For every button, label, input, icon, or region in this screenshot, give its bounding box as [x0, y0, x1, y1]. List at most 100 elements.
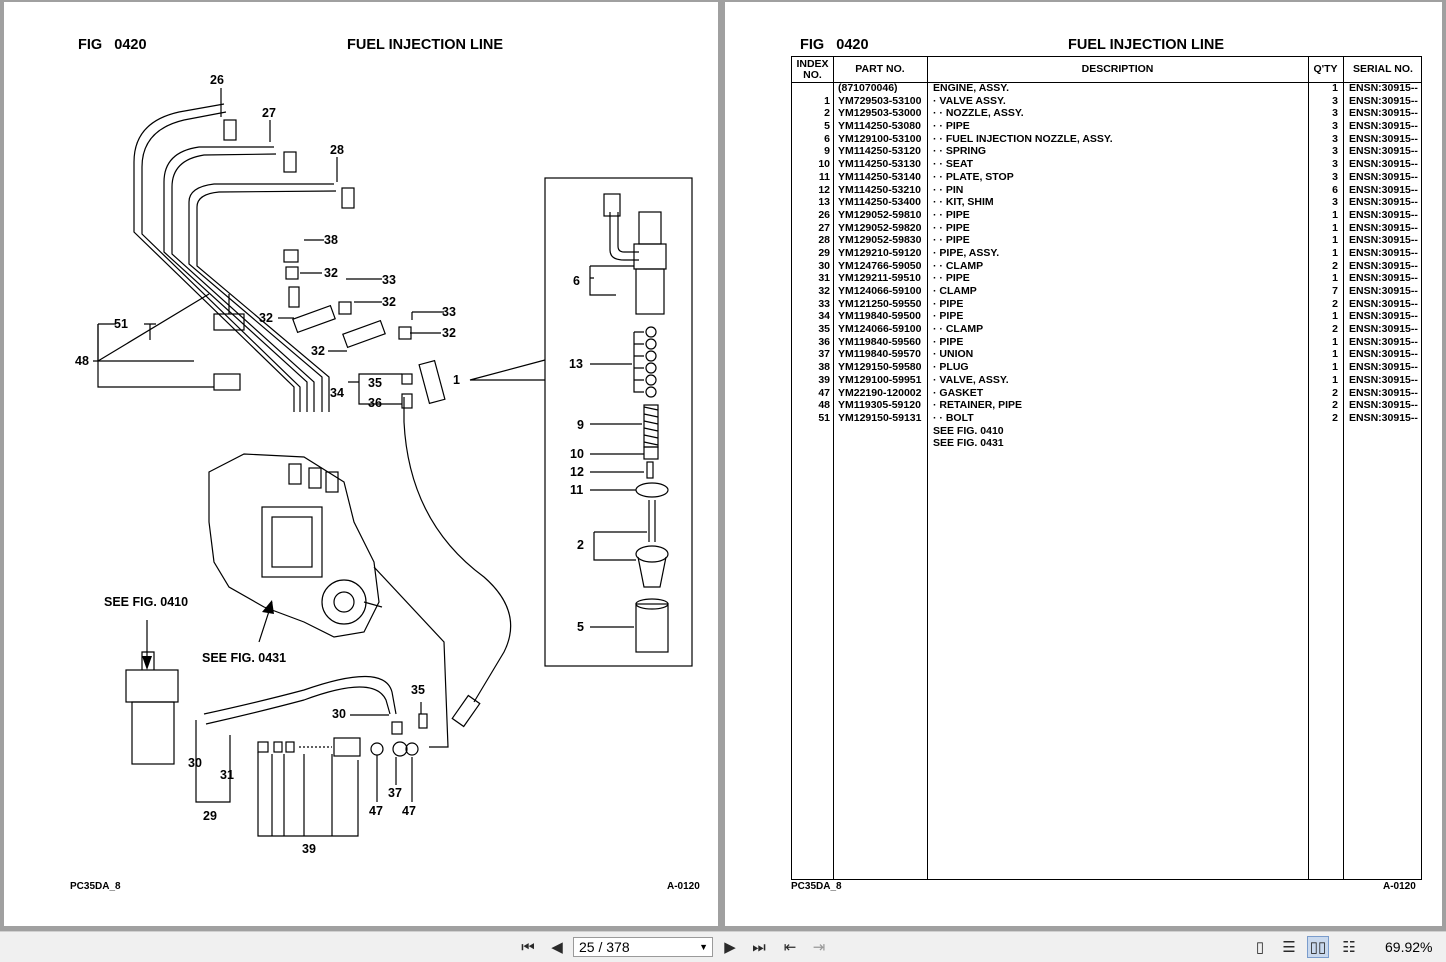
callout-32: 32 [442, 326, 456, 340]
qty-cell: 3 [1332, 107, 1338, 120]
qty-cell: 3 [1332, 196, 1338, 209]
index-cell: 28 [818, 234, 830, 247]
table-row: SEE FIG. 0410 [792, 425, 1421, 438]
qty-cell: 1 [1332, 221, 1338, 234]
chevron-down-icon: ▼ [699, 942, 708, 952]
qty-cell: 2 [1332, 386, 1338, 399]
index-cell: 2 [824, 107, 830, 120]
part-no-cell: YM129503-53000 [838, 107, 922, 120]
description-cell: · · PIPE [933, 272, 970, 285]
callout-48: 48 [75, 354, 89, 368]
single-page-icon[interactable]: ▯ [1255, 939, 1265, 956]
see-fig-0410-label: SEE FIG. 0410 [104, 595, 188, 609]
description-cell: · PIPE [933, 310, 964, 323]
part-no-cell: YM129211-59510 [838, 272, 921, 285]
qty-cell: 3 [1332, 145, 1338, 158]
serial-cell: ENSN:30915-- [1349, 259, 1418, 272]
qty-cell: 1 [1332, 246, 1338, 259]
serial-cell: ENSN:30915-- [1349, 158, 1418, 171]
callout-47: 47 [402, 804, 416, 818]
description-cell: · CLAMP [933, 285, 977, 297]
zoom-level[interactable]: 69.92% [1385, 939, 1433, 955]
two-page-icon[interactable]: ▯▯ [1307, 936, 1329, 958]
header-part-no: PART NO. [855, 63, 905, 75]
serial-cell: ENSN:30915-- [1349, 170, 1418, 183]
index-cell: 36 [818, 335, 830, 348]
see-fig-0431-label: SEE FIG. 0431 [202, 651, 286, 665]
description-cell: · · PIPE [933, 120, 970, 133]
go-forward-icon[interactable]: ⇥ [812, 939, 826, 956]
part-no-cell: YM114250-53210 [838, 183, 921, 196]
header-index: INDEX NO. [796, 57, 829, 81]
qty-cell: 1 [1332, 82, 1338, 94]
callout-32: 32 [382, 295, 396, 309]
table-row: SEE FIG. 0431 [792, 437, 1421, 450]
serial-cell: ENSN:30915-- [1349, 234, 1418, 247]
serial-cell: ENSN:30915-- [1349, 246, 1418, 259]
description-cell: · RETAINER, PIPE [933, 399, 1023, 412]
description-cell: SEE FIG. 0410 [933, 424, 1004, 437]
two-page-continuous-icon[interactable]: ☷ [1342, 939, 1356, 956]
callout-31: 31 [220, 768, 234, 782]
description-cell: · PIPE [933, 297, 964, 310]
page-number-select[interactable]: 25 / 378 ▼ [573, 937, 713, 957]
description-cell: · · SPRING [933, 145, 987, 158]
qty-cell: 3 [1332, 170, 1338, 183]
serial-cell: ENSN:30915-- [1349, 411, 1418, 424]
qty-cell: 3 [1332, 132, 1338, 145]
parts-table: INDEX NO. PART NO. DESCRIPTION Q'TY SERI… [791, 56, 1422, 880]
first-page-icon[interactable]: ⏮ [521, 938, 535, 956]
qty-cell: 1 [1332, 310, 1338, 323]
index-cell: 39 [818, 373, 830, 386]
prev-page-icon[interactable]: ◀ [551, 939, 563, 956]
callout-29: 29 [203, 809, 217, 823]
qty-cell: 1 [1332, 335, 1338, 348]
last-page-icon[interactable]: ⏭ [752, 938, 766, 956]
callout-32: 32 [324, 266, 338, 280]
footer-model: PC35DA_8 [791, 881, 842, 892]
callout-32: 32 [259, 311, 273, 325]
serial-cell: ENSN:30915-- [1349, 285, 1418, 297]
qty-cell: 7 [1332, 285, 1338, 297]
index-cell: 38 [818, 361, 830, 374]
index-cell: 33 [818, 297, 830, 310]
qty-cell: 1 [1332, 272, 1338, 285]
serial-cell: ENSN:30915-- [1349, 361, 1418, 374]
qty-cell: 1 [1332, 234, 1338, 247]
footer-page-code: A-0120 [1383, 881, 1416, 892]
serial-cell: ENSN:30915-- [1349, 183, 1418, 196]
fig-title: FUEL INJECTION LINE [1068, 37, 1225, 53]
serial-cell: ENSN:30915-- [1349, 272, 1418, 285]
serial-cell: ENSN:30915-- [1349, 348, 1418, 361]
part-no-cell: YM114250-53130 [838, 158, 921, 171]
description-cell: · · CLAMP [933, 323, 984, 336]
qty-cell: 2 [1332, 297, 1338, 310]
qty-cell: 1 [1332, 361, 1338, 374]
part-no-cell: YM129100-53100 [838, 132, 922, 145]
index-cell: 35 [818, 323, 830, 336]
next-page-icon[interactable]: ▶ [724, 939, 736, 956]
go-back-icon[interactable]: ⇤ [783, 939, 797, 956]
footer-page-code: A-0120 [667, 881, 700, 892]
page-indicator: 25 / 378 [579, 939, 630, 955]
serial-cell: ENSN:30915-- [1349, 120, 1418, 133]
qty-cell: 1 [1332, 208, 1338, 221]
index-cell: 31 [818, 272, 830, 285]
table-row: 31 YM129211-59510 · · PIPE 1 ENSN:30915-- [792, 272, 1421, 285]
continuous-icon[interactable]: ☰ [1282, 939, 1296, 956]
